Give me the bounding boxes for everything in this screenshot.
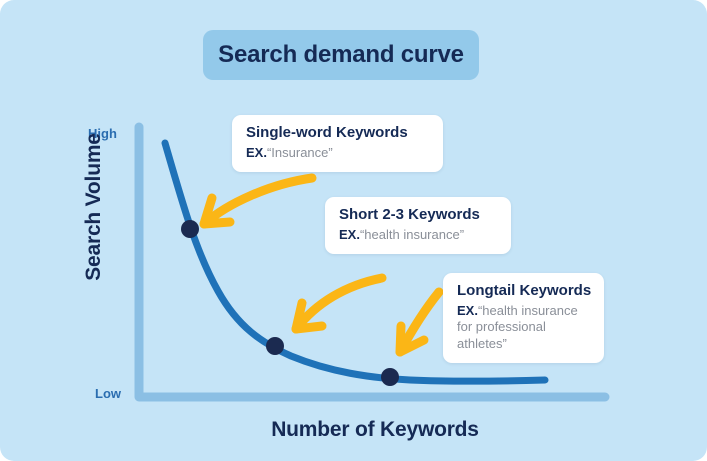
callout-1-headline: Single-word Keywords: [246, 124, 408, 141]
chart-title-badge: Search demand curve: [203, 30, 479, 80]
callout-1-example-text: “Insurance”: [266, 145, 333, 160]
demand-curve: [161, 139, 549, 385]
x-axis-title: Number of Keywords: [271, 418, 479, 441]
callout-2-example-text: “health insurance”: [359, 227, 465, 242]
arrow-1-head-icon: [199, 193, 235, 229]
data-point-short-keywords[interactable]: [266, 337, 284, 355]
callout-2-headline: Short 2-3 Keywords: [339, 206, 480, 223]
callout-3-headline: Longtail Keywords: [457, 282, 592, 299]
arrow-3-head-icon: [395, 321, 429, 357]
arrow-1-shaft: [199, 173, 317, 229]
callout-2-example: EX.“health insurance”: [339, 227, 497, 243]
callout-2-ex-tag: EX.: [339, 227, 360, 242]
callout-longtail: Longtail Keywords EX.“health insurance f…: [443, 273, 604, 363]
callout-short-keywords: Short 2-3 Keywords EX.“health insurance”: [325, 197, 511, 255]
arrow-2-shaft: [291, 273, 387, 334]
y-axis-high-label: High: [88, 126, 117, 141]
callout-3-example: EX.“health insurance for professional at…: [457, 303, 590, 352]
callout-3-example-text: “health insurance for professional athle…: [457, 303, 578, 351]
y-axis-low-label: Low: [95, 386, 121, 401]
callout-3-ex-tag: EX.: [457, 303, 478, 318]
callout-1-ex-tag: EX.: [246, 145, 267, 160]
arrow-2-head-icon: [291, 298, 327, 334]
page-title: Search demand curve: [218, 41, 464, 68]
chart-axis-line: [134, 122, 610, 402]
callout-single-word: Single-word Keywords EX.“Insurance”: [232, 115, 443, 173]
callout-1-example: EX.“Insurance”: [246, 145, 429, 161]
data-point-single-word[interactable]: [181, 220, 199, 238]
data-point-longtail[interactable]: [381, 368, 399, 386]
